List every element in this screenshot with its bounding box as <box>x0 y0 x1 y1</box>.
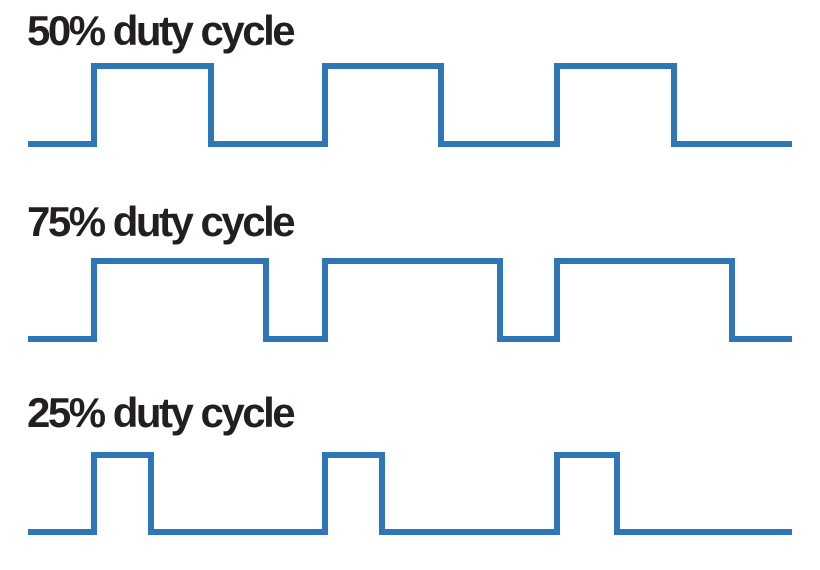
duty-cycle-label-25: 25% duty cycle <box>27 389 296 436</box>
square-wave-trace-25 <box>28 452 792 535</box>
duty-cycle-label-75: 75% duty cycle <box>27 198 296 245</box>
square-wave-trace-50 <box>28 63 792 147</box>
square-wave-trace-75 <box>28 258 792 342</box>
duty-cycle-label-50: 50% duty cycle <box>27 7 296 54</box>
